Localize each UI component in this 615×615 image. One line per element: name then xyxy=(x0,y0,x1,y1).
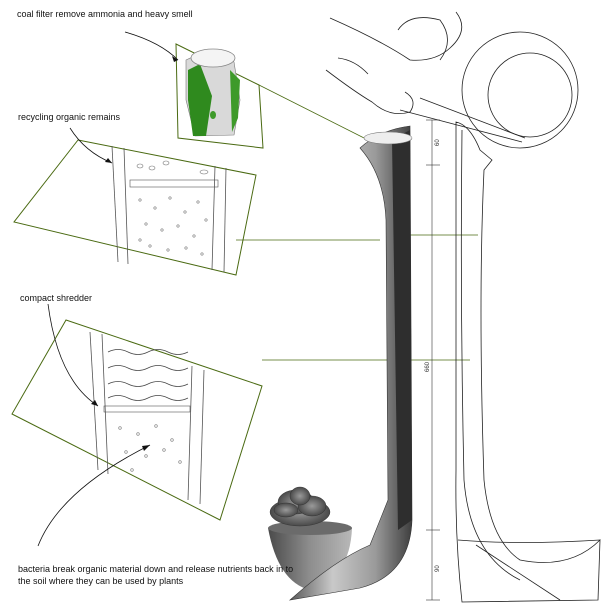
dimension-bottom: 90 xyxy=(435,565,441,572)
technical-sketch xyxy=(325,11,601,603)
coal-filter-label: coal filter remove ammonia and heavy sme… xyxy=(17,9,193,19)
composter-render xyxy=(268,125,413,601)
dimension-top: 60 xyxy=(435,139,441,146)
succulent-plant xyxy=(269,486,331,527)
bacteria-label: bacteria break organic material down and… xyxy=(18,564,294,586)
bacteria-pointer xyxy=(37,444,151,547)
recycling-inset xyxy=(13,139,257,276)
connector-lines xyxy=(236,84,478,361)
shredder-inset xyxy=(11,319,263,521)
coal-filter-pointer xyxy=(124,31,179,61)
coal-filter-arrowhead xyxy=(172,56,178,62)
shredder-label: compact shredder xyxy=(20,293,93,303)
shredder-pointer xyxy=(47,303,99,407)
shredder-arrowhead xyxy=(91,400,98,406)
recycling-label: recycling organic remains xyxy=(18,112,121,122)
bacteria-arrowhead xyxy=(142,445,150,451)
recycling-arrowhead xyxy=(105,158,112,163)
coal-filter-inset xyxy=(175,43,264,149)
dimension-middle: 660 xyxy=(425,361,431,372)
dimension-lines xyxy=(426,119,440,601)
